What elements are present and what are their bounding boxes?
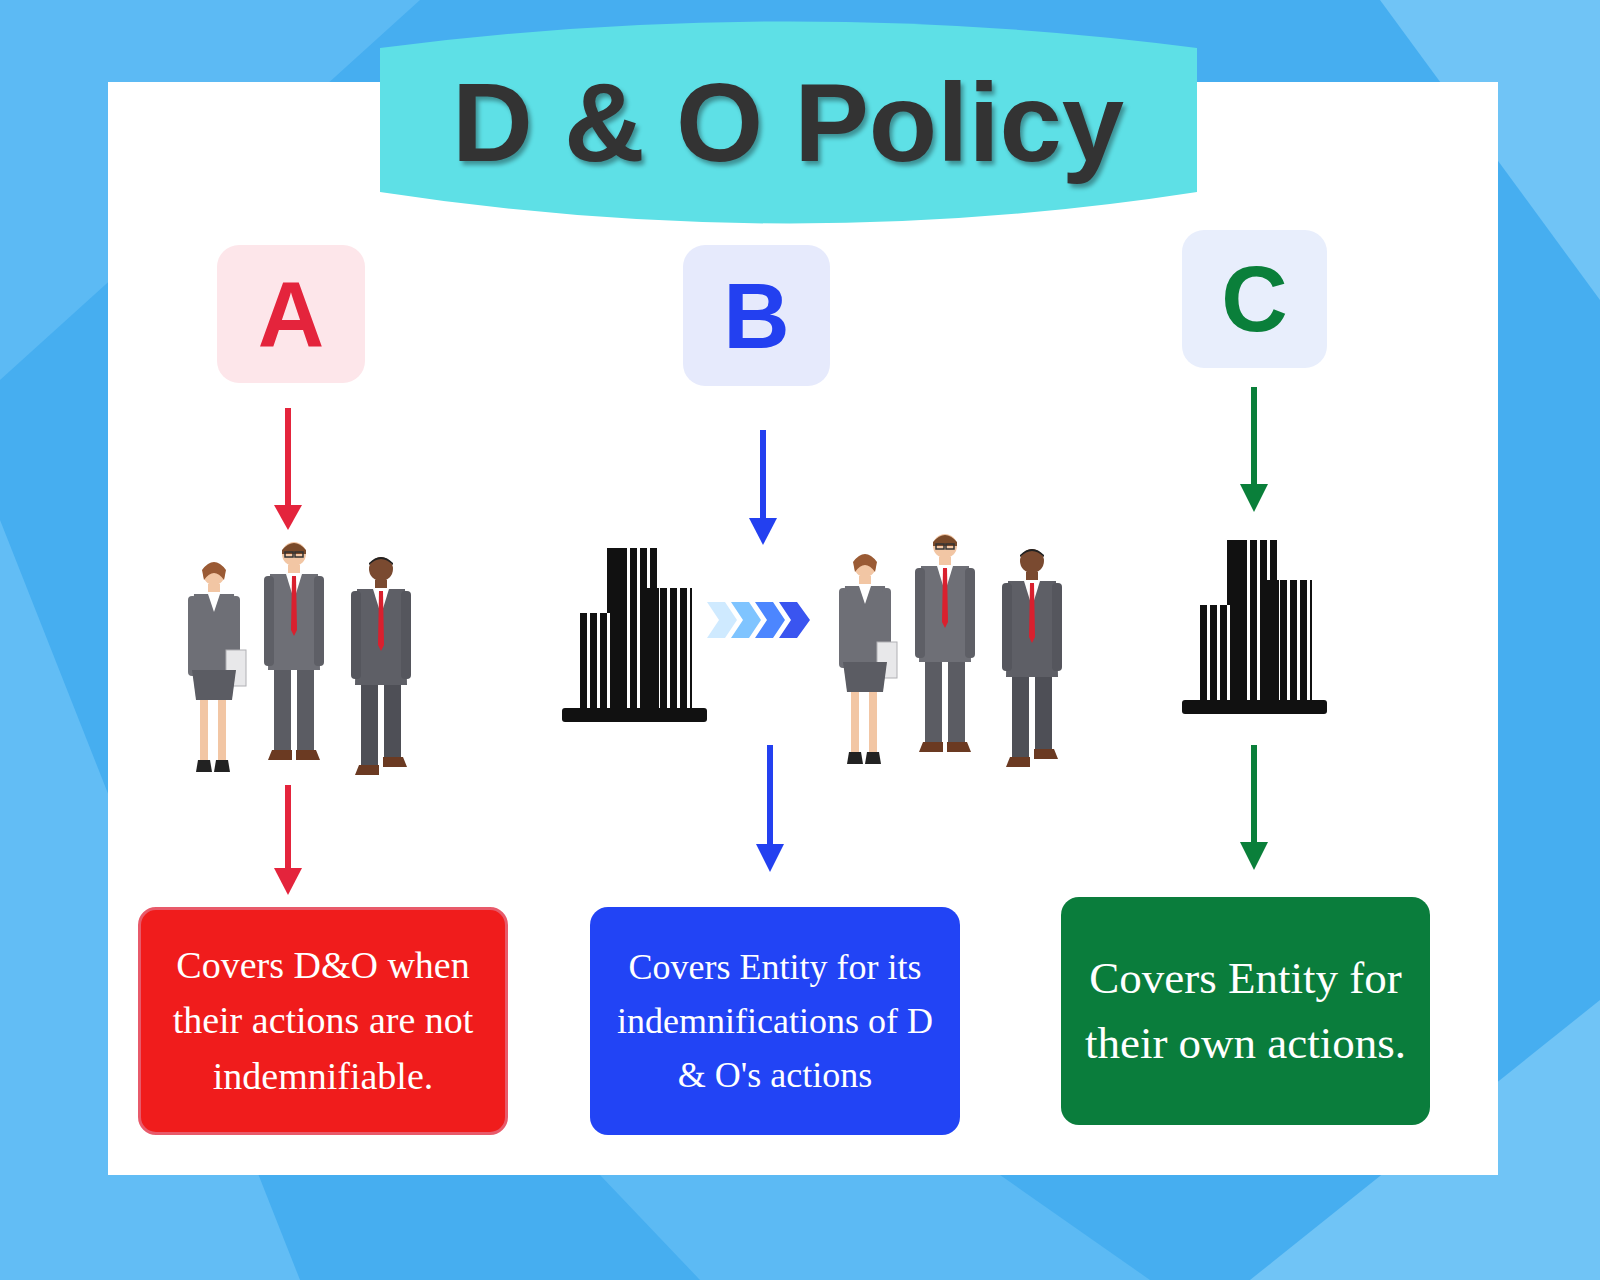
people-figures bbox=[839, 534, 1062, 767]
background-facet bbox=[600, 1175, 1150, 1280]
chevron-arrows bbox=[707, 602, 810, 638]
arrowhead bbox=[274, 505, 302, 530]
coverage-text: Covers Entity for their own actions. bbox=[1075, 946, 1416, 1077]
letter-badge: B bbox=[683, 245, 830, 386]
coverage-box: Covers D&O when their actions are not in… bbox=[138, 907, 508, 1135]
arrowhead bbox=[756, 844, 784, 872]
flow-arrow bbox=[1251, 745, 1257, 846]
flow-arrow bbox=[285, 785, 291, 872]
coverage-text: Covers Entity for its indemnifications o… bbox=[604, 940, 946, 1102]
flow-arrow bbox=[767, 745, 773, 848]
letter-badge: C bbox=[1182, 230, 1327, 368]
building-icon bbox=[1182, 540, 1327, 714]
section-letter: C bbox=[1221, 253, 1287, 345]
section-letter: A bbox=[258, 268, 324, 360]
title-banner bbox=[380, 22, 1197, 224]
arrowhead bbox=[274, 868, 302, 895]
people-figures bbox=[188, 542, 411, 775]
arrowhead bbox=[1240, 484, 1268, 512]
flow-arrow bbox=[1251, 387, 1257, 488]
flow-arrow bbox=[760, 430, 766, 522]
coverage-box: Covers Entity for its indemnifications o… bbox=[590, 907, 960, 1135]
diagram-title: D & O Policy bbox=[452, 58, 1124, 187]
letter-badge: A bbox=[217, 245, 365, 383]
coverage-text: Covers D&O when their actions are not in… bbox=[155, 938, 491, 1103]
building-icon bbox=[562, 548, 707, 722]
coverage-box: Covers Entity for their own actions. bbox=[1061, 897, 1430, 1125]
flow-arrow bbox=[285, 408, 291, 508]
arrowhead bbox=[749, 518, 777, 545]
section-letter: B bbox=[723, 270, 789, 362]
arrowhead bbox=[1240, 842, 1268, 870]
